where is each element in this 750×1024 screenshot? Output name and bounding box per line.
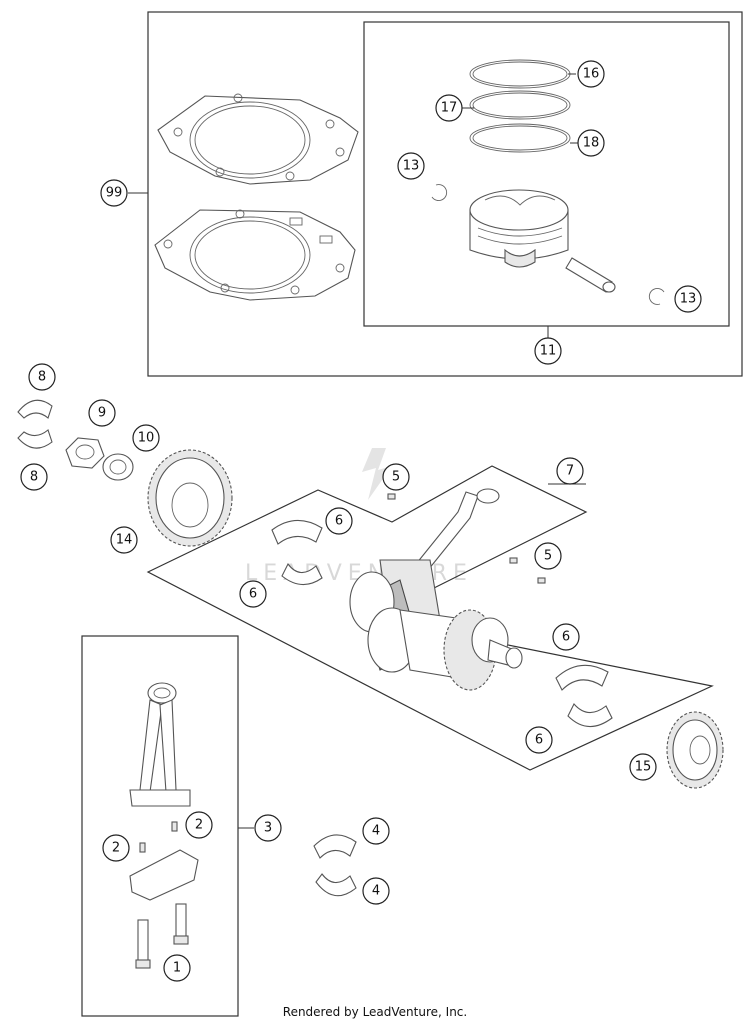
bearing-shell-6-a <box>271 519 323 545</box>
bearing-shell-6-b <box>281 562 323 586</box>
connecting-rod-cap <box>129 849 199 901</box>
connecting-rod <box>129 682 191 807</box>
callout-5-upper: 5 <box>382 463 410 491</box>
svg-text:13: 13 <box>680 292 697 307</box>
gear-15 <box>666 711 724 789</box>
svg-text:16: 16 <box>583 67 600 82</box>
callout-4-upper: 4 <box>362 817 390 845</box>
callout-13-right: 13 <box>674 285 702 313</box>
gear-14 <box>147 449 233 547</box>
callout-3: 3 <box>254 814 282 842</box>
svg-text:3: 3 <box>264 821 272 836</box>
callout-6-upper: 6 <box>325 507 353 535</box>
svg-text:8: 8 <box>30 470 38 485</box>
piston-kit-frame <box>363 21 730 327</box>
washer <box>102 453 134 481</box>
hex-nut <box>65 437 105 469</box>
svg-text:6: 6 <box>249 587 257 602</box>
svg-text:6: 6 <box>335 514 343 529</box>
rod-bearing-shell-4-lower <box>315 873 357 897</box>
svg-text:2: 2 <box>195 818 203 833</box>
svg-text:18: 18 <box>583 136 600 151</box>
callout-7: 7 <box>556 457 584 485</box>
cylinder-gasket-upper <box>157 93 359 185</box>
dowel-pin-a <box>139 842 146 853</box>
callout-1: 1 <box>163 954 191 982</box>
svg-text:5: 5 <box>544 549 552 564</box>
callout-99: 99 <box>100 179 128 207</box>
cylinder-gasket-lower <box>154 209 356 301</box>
svg-text:2: 2 <box>112 841 120 856</box>
piston-ring-16 <box>469 59 571 89</box>
bearing-shell-8-lower <box>17 429 53 449</box>
connecting-rod-kit-frame <box>81 635 239 1017</box>
callout-16: 16 <box>577 60 605 88</box>
gasket-kit-frame <box>147 11 743 377</box>
callout-17: 17 <box>435 94 463 122</box>
circlip-right-icon <box>648 288 665 305</box>
callout-8-upper: 8 <box>28 363 56 391</box>
bearing-shell-6-d <box>567 703 613 728</box>
callout-15: 15 <box>629 753 657 781</box>
callout-2-left: 2 <box>102 834 130 862</box>
piston-ring-17 <box>469 90 571 120</box>
svg-text:14: 14 <box>116 533 133 548</box>
callout-5-lower: 5 <box>534 542 562 570</box>
piston-ring-18 <box>469 123 571 153</box>
svg-text:15: 15 <box>635 760 652 775</box>
svg-text:7: 7 <box>566 464 574 479</box>
callout-10: 10 <box>132 424 160 452</box>
callout-4-lower: 4 <box>362 877 390 905</box>
callout-14: 14 <box>110 526 138 554</box>
bearing-shell-8-upper <box>17 399 53 419</box>
svg-text:5: 5 <box>392 470 400 485</box>
svg-text:11: 11 <box>540 344 557 359</box>
callout-6-right: 6 <box>552 623 580 651</box>
woodruff-key-b <box>509 557 518 564</box>
svg-text:13: 13 <box>403 159 420 174</box>
rod-bolt-a <box>135 919 151 969</box>
woodruff-key-c <box>537 577 546 584</box>
svg-text:10: 10 <box>138 431 155 446</box>
circlip-left-icon <box>431 184 448 201</box>
callout-6-left: 6 <box>239 580 267 608</box>
svg-text:9: 9 <box>98 406 106 421</box>
piston-pin <box>565 257 616 293</box>
svg-text:8: 8 <box>38 370 46 385</box>
piston <box>469 189 569 268</box>
watermark: LEADVENTURE <box>245 448 467 586</box>
flame-logo-icon <box>362 448 392 500</box>
rod-bolt-b <box>173 903 189 945</box>
svg-text:4: 4 <box>372 884 380 899</box>
callout-6-lower: 6 <box>525 726 553 754</box>
callout-11: 11 <box>534 337 562 365</box>
callout-18: 18 <box>577 129 605 157</box>
dowel-pin-b <box>171 821 178 832</box>
svg-text:99: 99 <box>106 186 123 201</box>
crankshaft-assembly <box>349 488 523 691</box>
svg-text:4: 4 <box>372 824 380 839</box>
svg-text:6: 6 <box>562 630 570 645</box>
callouts: 99 16 17 18 13 13 11 8 8 9 10 14 5 7 6 6… <box>20 60 702 982</box>
callout-8-lower: 8 <box>20 463 48 491</box>
callout-9: 9 <box>88 399 116 427</box>
svg-text:17: 17 <box>441 101 458 116</box>
callout-13-left: 13 <box>397 152 425 180</box>
render-credit: Rendered by LeadVenture, Inc. <box>282 1005 468 1019</box>
rod-bearing-shell-4-upper <box>313 834 357 859</box>
crankshaft-group-frame <box>146 465 714 771</box>
woodruff-key-a <box>387 493 396 500</box>
svg-text:6: 6 <box>535 733 543 748</box>
bearing-shell-6-c <box>555 664 609 691</box>
callout-2-right: 2 <box>185 811 213 839</box>
svg-text:1: 1 <box>173 961 181 976</box>
